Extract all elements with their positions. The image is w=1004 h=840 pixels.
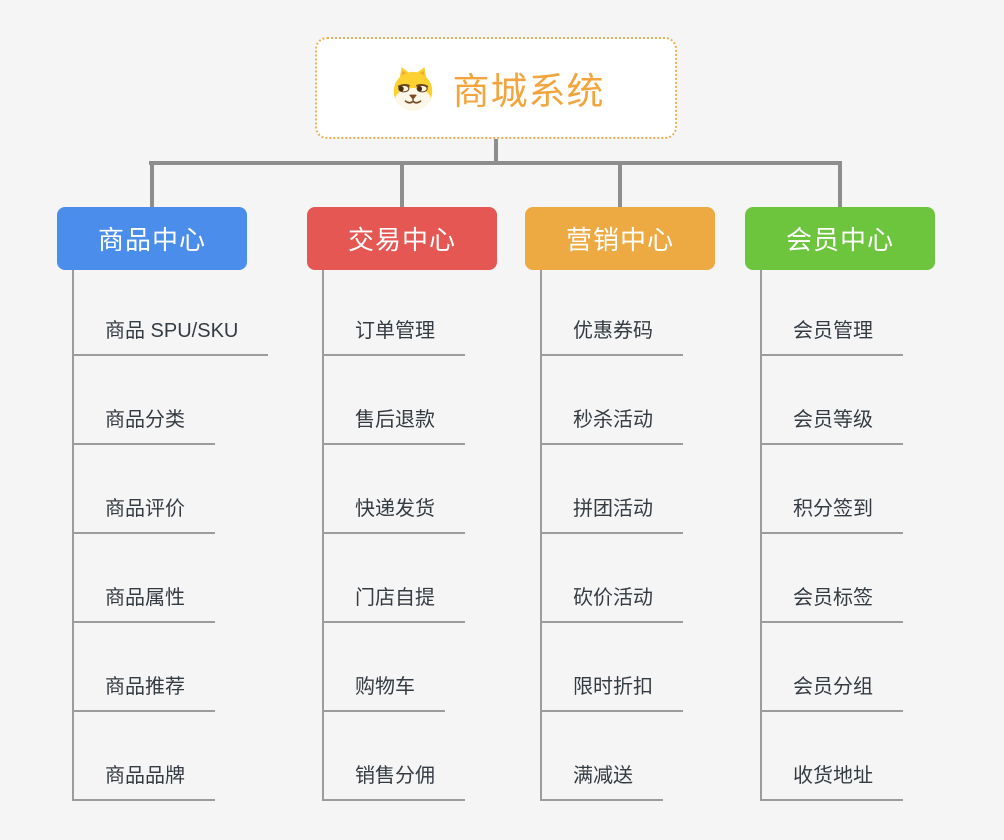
leaf-node-1-0[interactable]: 订单管理	[322, 317, 465, 356]
branch-node-3[interactable]: 会员中心	[745, 207, 935, 270]
branch-trunk-line	[322, 270, 324, 801]
branch-connector-stub	[150, 161, 154, 207]
leaf-node-1-5[interactable]: 销售分佣	[322, 762, 465, 801]
branch-node-1[interactable]: 交易中心	[307, 207, 497, 270]
branch-connector-stub	[400, 161, 404, 207]
leaf-node-0-2[interactable]: 商品评价	[72, 495, 215, 534]
branch-node-0[interactable]: 商品中心	[57, 207, 247, 270]
leaf-node-1-1[interactable]: 售后退款	[322, 406, 465, 445]
leaf-node-3-5[interactable]: 收货地址	[760, 762, 903, 801]
leaf-node-3-4[interactable]: 会员分组	[760, 673, 903, 712]
leaf-node-3-2[interactable]: 积分签到	[760, 495, 903, 534]
leaf-node-0-0[interactable]: 商品 SPU/SKU	[72, 317, 269, 356]
leaf-node-2-1[interactable]: 秒杀活动	[540, 406, 683, 445]
leaf-node-3-1[interactable]: 会员等级	[760, 406, 903, 445]
connector-horizontal-line	[149, 161, 841, 165]
leaf-node-2-0[interactable]: 优惠券码	[540, 317, 683, 356]
root-connector-stub	[494, 139, 498, 165]
leaf-node-1-2[interactable]: 快递发货	[322, 495, 465, 534]
dog-face-icon	[393, 67, 432, 111]
leaf-node-2-2[interactable]: 拼团活动	[540, 495, 683, 534]
leaf-node-1-3[interactable]: 门店自提	[322, 584, 465, 623]
branch-node-2[interactable]: 营销中心	[525, 207, 715, 270]
leaf-node-0-5[interactable]: 商品品牌	[72, 762, 215, 801]
branch-trunk-line	[540, 270, 542, 801]
branch-trunk-line	[760, 270, 762, 801]
leaf-node-2-4[interactable]: 限时折扣	[540, 673, 683, 712]
branch-trunk-line	[72, 270, 74, 801]
branch-connector-stub	[838, 161, 842, 207]
leaf-node-3-3[interactable]: 会员标签	[760, 584, 903, 623]
leaf-node-0-3[interactable]: 商品属性	[72, 584, 215, 623]
leaf-node-2-3[interactable]: 砍价活动	[540, 584, 683, 623]
leaf-node-1-4[interactable]: 购物车	[322, 673, 445, 712]
leaf-node-3-0[interactable]: 会员管理	[760, 317, 903, 356]
branch-connector-stub	[618, 161, 622, 207]
root-node-title: 商城系统	[452, 71, 605, 112]
leaf-node-0-4[interactable]: 商品推荐	[72, 673, 215, 712]
leaf-node-0-1[interactable]: 商品分类	[72, 406, 215, 445]
root-node[interactable]: 商城系统	[315, 37, 677, 139]
leaf-node-2-5[interactable]: 满减送	[540, 762, 663, 801]
